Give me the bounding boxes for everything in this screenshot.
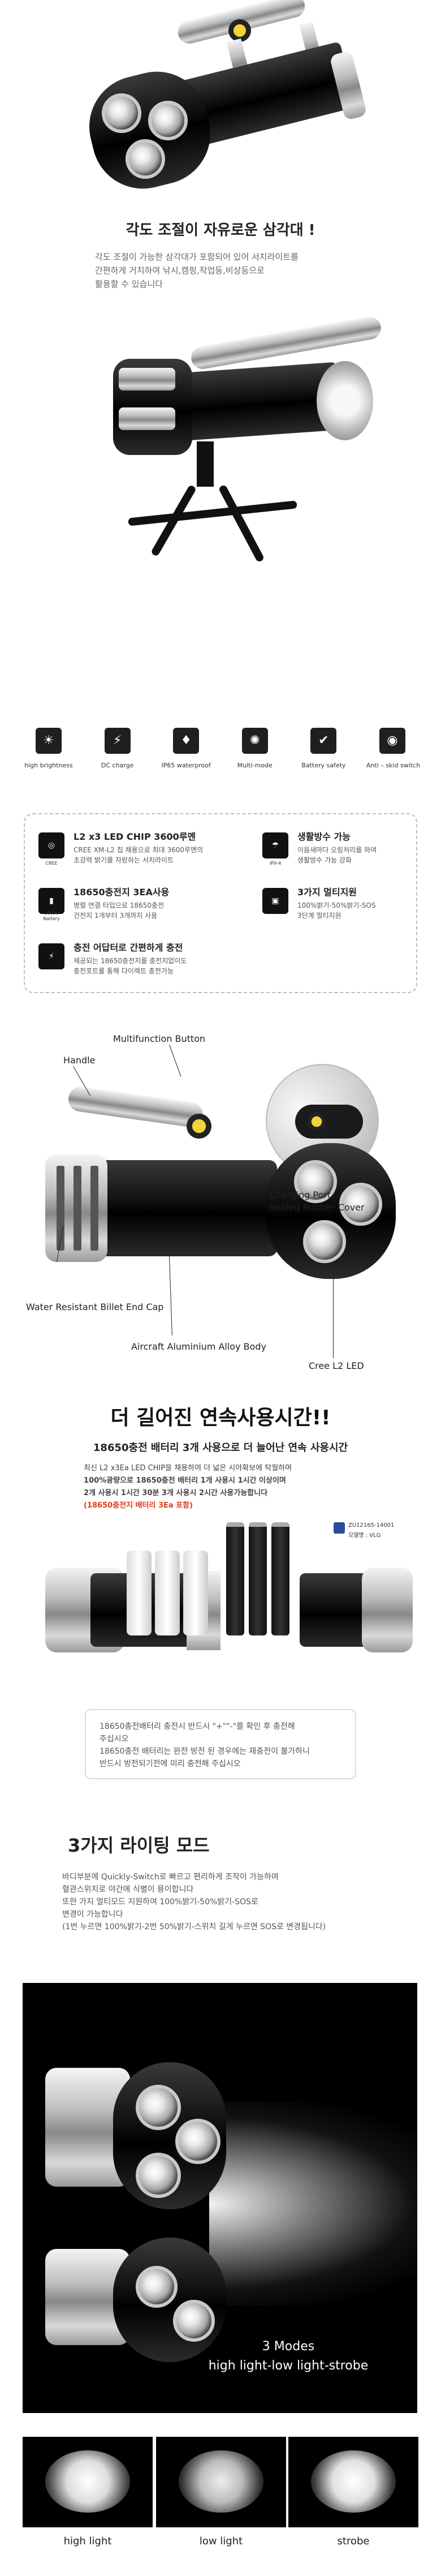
battery-graphic xyxy=(249,1522,267,1635)
feature-multi-mode: ✺ Multi-mode xyxy=(229,728,281,769)
battery-title: 더 길어진 연속사용시간!! xyxy=(110,1406,331,1429)
mode-thumb-low xyxy=(156,2437,286,2527)
callout-end-cap: Water Resistant Billet End Cap xyxy=(26,1302,164,1312)
mode-thumb-strobe xyxy=(288,2437,418,2527)
cert-model: 모델명 : VLG xyxy=(348,1532,381,1539)
battery-spec-icon: ▮18650 Battery xyxy=(38,888,64,921)
mode-thumb-label-strobe: strobe xyxy=(337,2535,370,2547)
callout-handle: Handle xyxy=(63,1055,96,1066)
tripod-description: 각도 조절이 가능한 삼각대가 포함되어 있어 서치라이트를 간편하게 거치하여… xyxy=(95,252,299,289)
spec-item-multi-mode: ▣ 3가지 멀티지원 100%밝기-50%밝기-SOS 3단계 멀티지원 xyxy=(262,885,409,930)
lighting-mode-image: 3 Modes high light-low light-strobe xyxy=(23,1983,417,2413)
spec-item-led: ◎CREE L2 x3 LED CHIP 3600루멘 CREE XM-L2 칩… xyxy=(38,829,265,874)
spec-item-adapter: ⚡ 충전 어답터로 간편하게 충전 제공되는 18650충전지를 충전지없이도 … xyxy=(38,940,265,985)
battery-graphic xyxy=(226,1522,244,1635)
mode-thumb-label-low: low light xyxy=(199,2535,243,2547)
callout-alloy-body: Aircraft Aluminium Alloy Body xyxy=(131,1341,267,1352)
mode-thumb-high xyxy=(23,2437,153,2527)
waterproof-spec-icon: ☂IPX-4 xyxy=(262,832,288,866)
multifunction-button-icon xyxy=(187,1114,211,1139)
flashlight-body xyxy=(90,1160,277,1256)
spec-box: ◎CREE L2 x3 LED CHIP 3600루멘 CREE XM-L2 칩… xyxy=(24,813,417,993)
waterproof-icon: ♦ xyxy=(173,728,200,754)
tripod-product-image xyxy=(0,311,441,583)
battery-notice-box: 18650충전배터리 충전시 반드시 "+""-"를 확인 후 충전해 주십시오… xyxy=(85,1709,356,1779)
callout-charging-port: Charging Port xyxy=(269,1190,331,1200)
lightbulb-icon: ☀ xyxy=(36,728,62,754)
modes-caption-1: 3 Modes xyxy=(262,2339,315,2354)
adapter-spec-icon: ⚡ xyxy=(38,943,64,969)
mode-icon: ✺ xyxy=(241,728,268,754)
end-cap-graphic xyxy=(317,361,373,440)
spec-item-battery: ▮18650 Battery 18650충전지 3EA사용 병렬 연결 타입으로… xyxy=(38,885,265,930)
callout-cree: Cree L2 LED xyxy=(309,1360,364,1371)
modes-caption-2: high light-low light-strobe xyxy=(208,2359,369,2373)
lighting-mode-section: 3가지 라이팅 모드 바디부분에 Quickly-Switch로 빠르고 편리하… xyxy=(0,1811,441,2576)
feature-high-brightness: ☀ high brightness xyxy=(23,728,75,769)
zoom-circle xyxy=(266,1064,379,1177)
battery-description: 최신 L2 x3Ea LED CHIP을 채용하여 더 넓은 시야확보에 탁월하… xyxy=(84,1464,292,1510)
parts-diagram: Multifunction Button Handle Charging Por… xyxy=(0,1019,441,1392)
feature-anti-skid-switch: ◉ Anti – skid switch xyxy=(366,728,420,769)
lighting-mode-description: 바디부분에 Quickly-Switch로 빠르고 편리하게 조작이 가능하며 … xyxy=(62,1873,326,1931)
callout-rubber-cover: Sealed Rubber Cover xyxy=(269,1202,365,1213)
callout-multifunction: Multifunction Button xyxy=(113,1033,206,1044)
spec-item-waterproof: ☂IPX-4 생활방수 가능 이음새마다 오링처리를 하여 생활방수 가능 강화 xyxy=(262,829,409,874)
feature-battery-safety: ✔ Battery safety xyxy=(297,728,349,769)
feature-dc-charge: ⚡ DC charge xyxy=(92,728,144,769)
feature-waterproof: ♦ IP65 waterproof xyxy=(160,728,212,769)
charger-icon: ⚡ xyxy=(104,728,131,754)
kc-cert-mark xyxy=(334,1522,345,1534)
multi-mode-spec-icon: ▣ xyxy=(262,888,288,914)
switch-icon: ◉ xyxy=(379,728,405,754)
battery-section: 더 길어진 연속사용시간!! 18650충전 배터리 3개 사용으로 더 늘어난… xyxy=(0,1392,441,1811)
battery-subtitle: 18650충전 배터리 3개 사용으로 더 늘어난 연속 사용시간 xyxy=(93,1442,348,1454)
cree-icon: ◎CREE xyxy=(38,832,64,866)
lighting-mode-title: 3가지 라이팅 모드 xyxy=(68,1835,210,1856)
mode-thumb-label-high: high light xyxy=(63,2535,112,2547)
cert-code: ZU12165-14001 xyxy=(348,1522,395,1529)
feature-icons-row: ☀ high brightness ⚡ DC charge ♦ IP65 wat… xyxy=(0,728,441,796)
hero-product-image xyxy=(0,0,441,215)
multifunction-button-icon xyxy=(228,19,251,42)
tripod-title: 각도 조절이 자유로운 삼각대 ! xyxy=(126,222,315,239)
tripod-section: 각도 조절이 자유로운 삼각대 ! 각도 조절이 가능한 삼각대가 포함되어 있… xyxy=(0,215,441,583)
battery-safety-icon: ✔ xyxy=(310,728,337,754)
battery-graphic xyxy=(271,1522,289,1635)
battery-product-image: ZU12165-14001 모델명 : VLG xyxy=(0,1517,441,1675)
